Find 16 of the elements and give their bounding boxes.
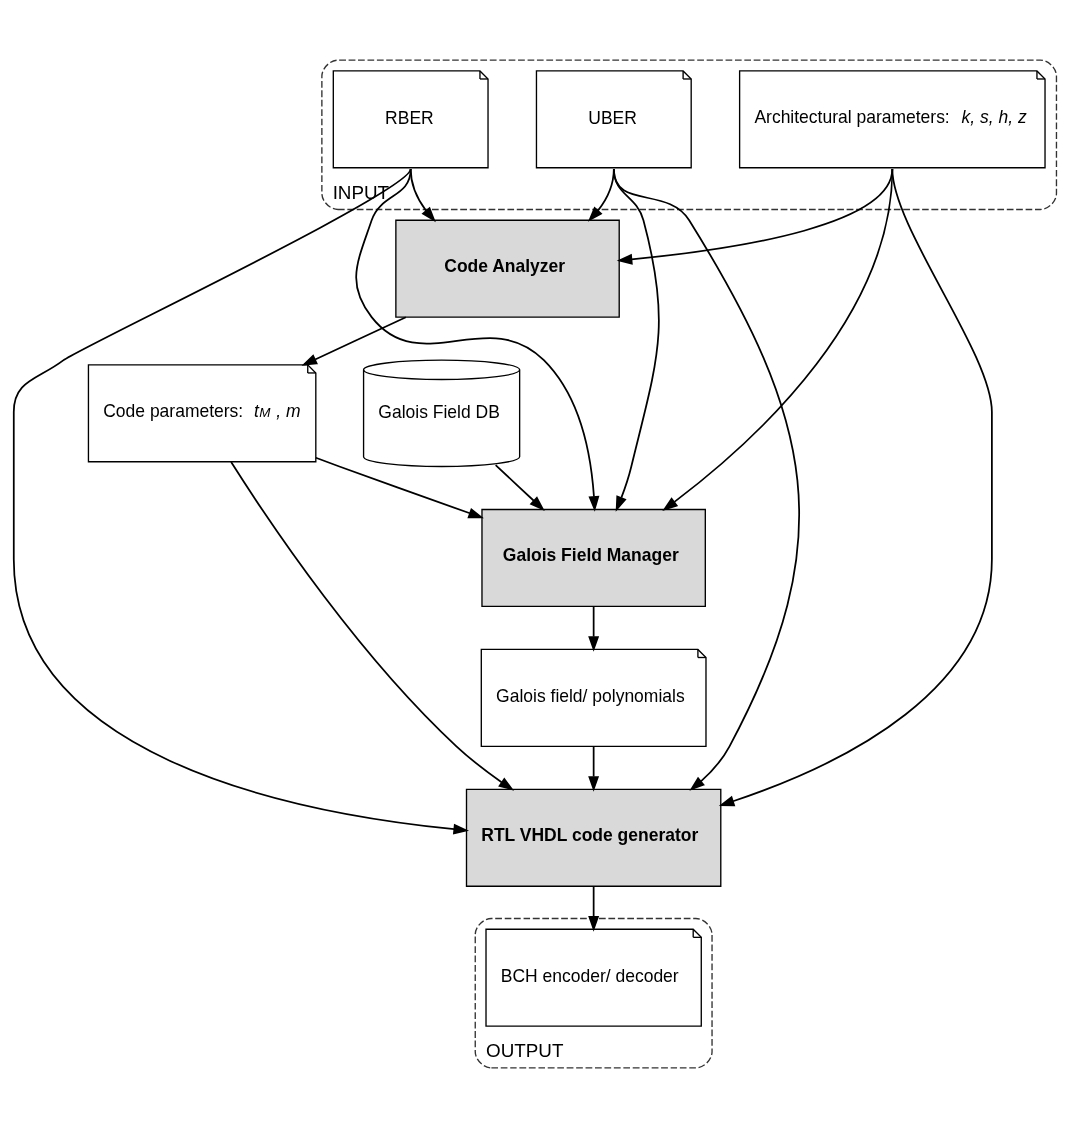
arrow [301, 316, 407, 366]
arrow [588, 605, 600, 652]
arrow [662, 168, 894, 511]
arrow [355, 168, 600, 512]
node-box: Galois Field Manager [481, 508, 706, 608]
arrow [315, 456, 484, 519]
arrow [494, 464, 545, 511]
arrow [718, 168, 993, 807]
node-box: Code Analyzer [395, 219, 620, 318]
arrow [230, 461, 515, 791]
arrow [612, 168, 801, 791]
arrow [409, 168, 436, 223]
arrow [588, 885, 600, 932]
arrow [588, 745, 600, 792]
arrow [12, 168, 470, 835]
node-box: RTL VHDL code generator [465, 788, 722, 887]
